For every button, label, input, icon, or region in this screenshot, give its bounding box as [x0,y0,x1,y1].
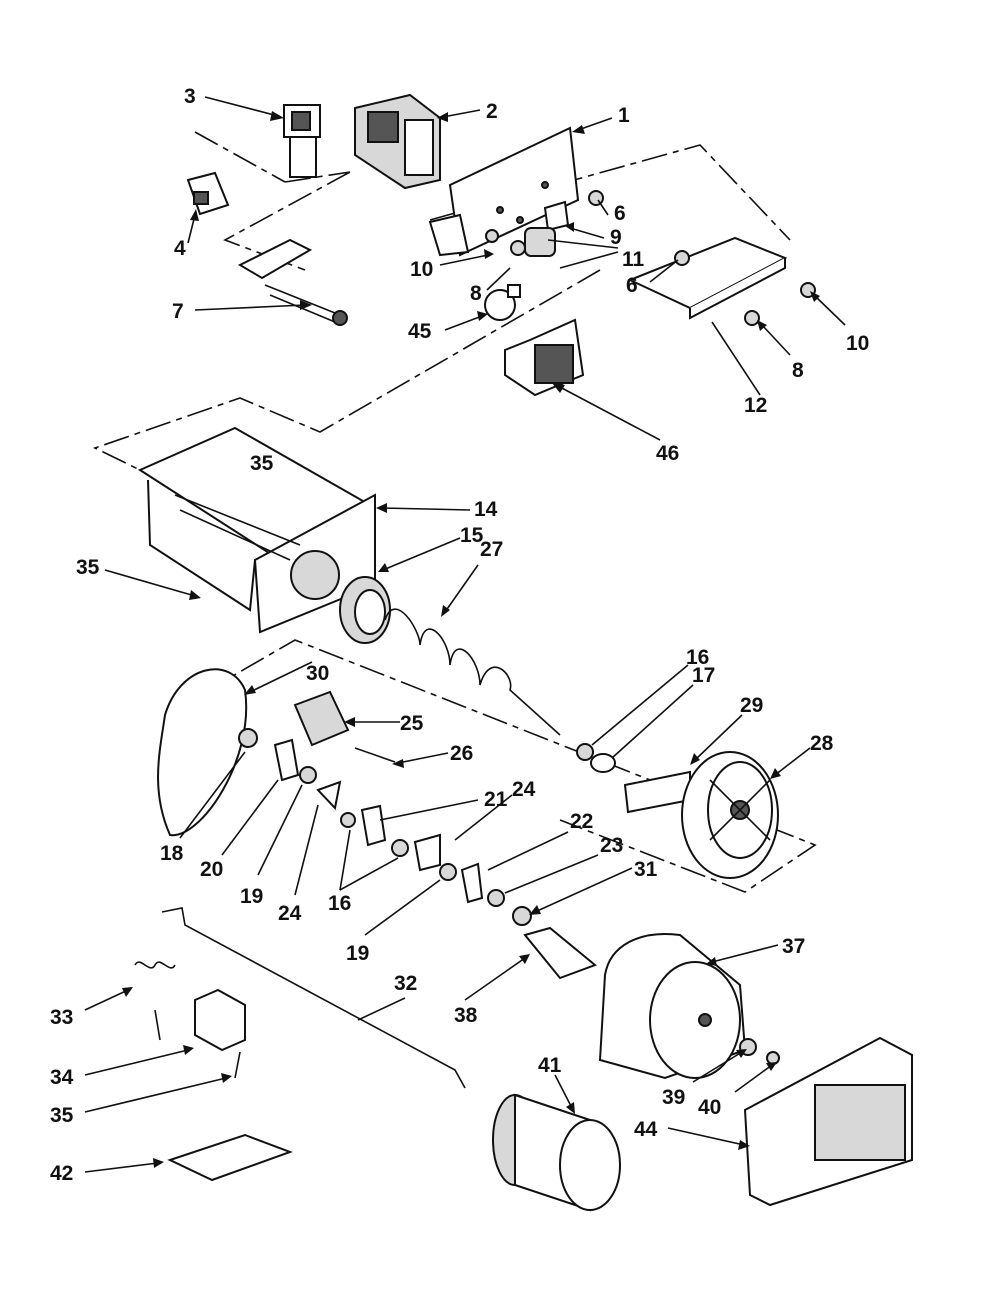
label-35a: 35 [250,452,274,475]
part-17-washer [590,753,616,773]
label-10a: 10 [410,258,433,281]
label-32: 32 [394,972,417,995]
part-1-control-board [428,126,580,257]
label-17: 17 [692,664,715,687]
label-8a: 8 [470,282,482,305]
part-3-valve [283,104,321,178]
part-11-socket [524,227,556,257]
label-19b: 19 [346,942,369,965]
label-29: 29 [740,694,763,717]
part-14-ice-bin [137,426,376,634]
part-2-transformer [354,93,441,190]
part-39-40-washers [739,1038,780,1065]
label-23: 23 [600,834,623,857]
label-7: 7 [172,300,184,323]
label-8b: 8 [792,359,804,382]
part-16-washer [576,743,594,761]
label-34: 34 [50,1066,74,1089]
label-1: 1 [618,104,630,127]
part-labels: 1 2 3 4 7 6 9 10 11 8 6 45 10 8 12 46 35… [50,85,869,1185]
label-11: 11 [622,248,645,271]
assembly-outlines [92,131,817,893]
part-45-bulb [484,284,521,321]
label-24a: 24 [512,778,536,801]
label-31: 31 [634,858,658,881]
label-2: 2 [486,100,498,123]
part-9-clip [543,200,570,232]
part-30-blade [157,668,248,837]
label-21: 21 [484,788,508,811]
part-26-screw [354,747,396,763]
part-37-motor [598,933,747,1080]
label-16b: 16 [328,892,351,915]
screws-6-8-10 [485,190,816,326]
part-27-auger-spring [384,608,561,736]
part-4-bracket [186,171,230,216]
part-41-sleeve [492,1093,621,1212]
label-40: 40 [698,1096,721,1119]
label-44: 44 [634,1118,658,1141]
label-20: 20 [200,858,223,881]
label-26: 26 [450,742,473,765]
label-30: 30 [306,662,329,685]
label-14: 14 [474,498,498,521]
part-35-screw-lower [234,1051,241,1079]
label-46: 46 [656,442,679,465]
label-45: 45 [408,320,432,343]
part-33-spring [134,961,176,1041]
part-34-bracket [194,988,246,1052]
label-28: 28 [810,732,834,755]
blade-stack-18-24 [238,728,532,926]
leader-lines [84,96,846,1173]
part-32-rod [161,907,466,1089]
label-35b: 35 [76,556,100,579]
label-42: 42 [50,1162,73,1185]
part-15-ring [339,576,391,644]
label-27: 27 [480,538,503,561]
label-19a: 19 [240,885,263,908]
part-46-cover [504,318,585,397]
label-12: 12 [744,394,767,417]
label-4: 4 [174,237,186,260]
label-37: 37 [782,935,805,958]
label-9: 9 [610,226,622,249]
part-42-plate [167,1133,293,1182]
part-44-housing [743,1036,913,1207]
label-10b: 10 [846,332,869,355]
part-38-bracket [523,926,597,980]
label-22: 22 [570,810,593,833]
label-6a: 6 [614,202,626,225]
label-15: 15 [460,524,484,547]
part-12-panel [627,236,788,320]
label-3: 3 [184,85,196,108]
label-16a: 16 [686,646,709,669]
label-41: 41 [538,1054,562,1077]
label-24b: 24 [278,902,302,925]
label-25: 25 [400,712,424,735]
label-35c: 35 [50,1104,74,1127]
part-28-drum [681,751,779,879]
part-7-harness [237,238,348,326]
part-29-plate [623,770,691,814]
label-6b: 6 [626,274,638,297]
part-25-block [293,690,350,747]
label-39: 39 [662,1086,685,1109]
label-33: 33 [50,1006,73,1029]
label-18: 18 [160,842,184,865]
label-38: 38 [454,1004,478,1027]
